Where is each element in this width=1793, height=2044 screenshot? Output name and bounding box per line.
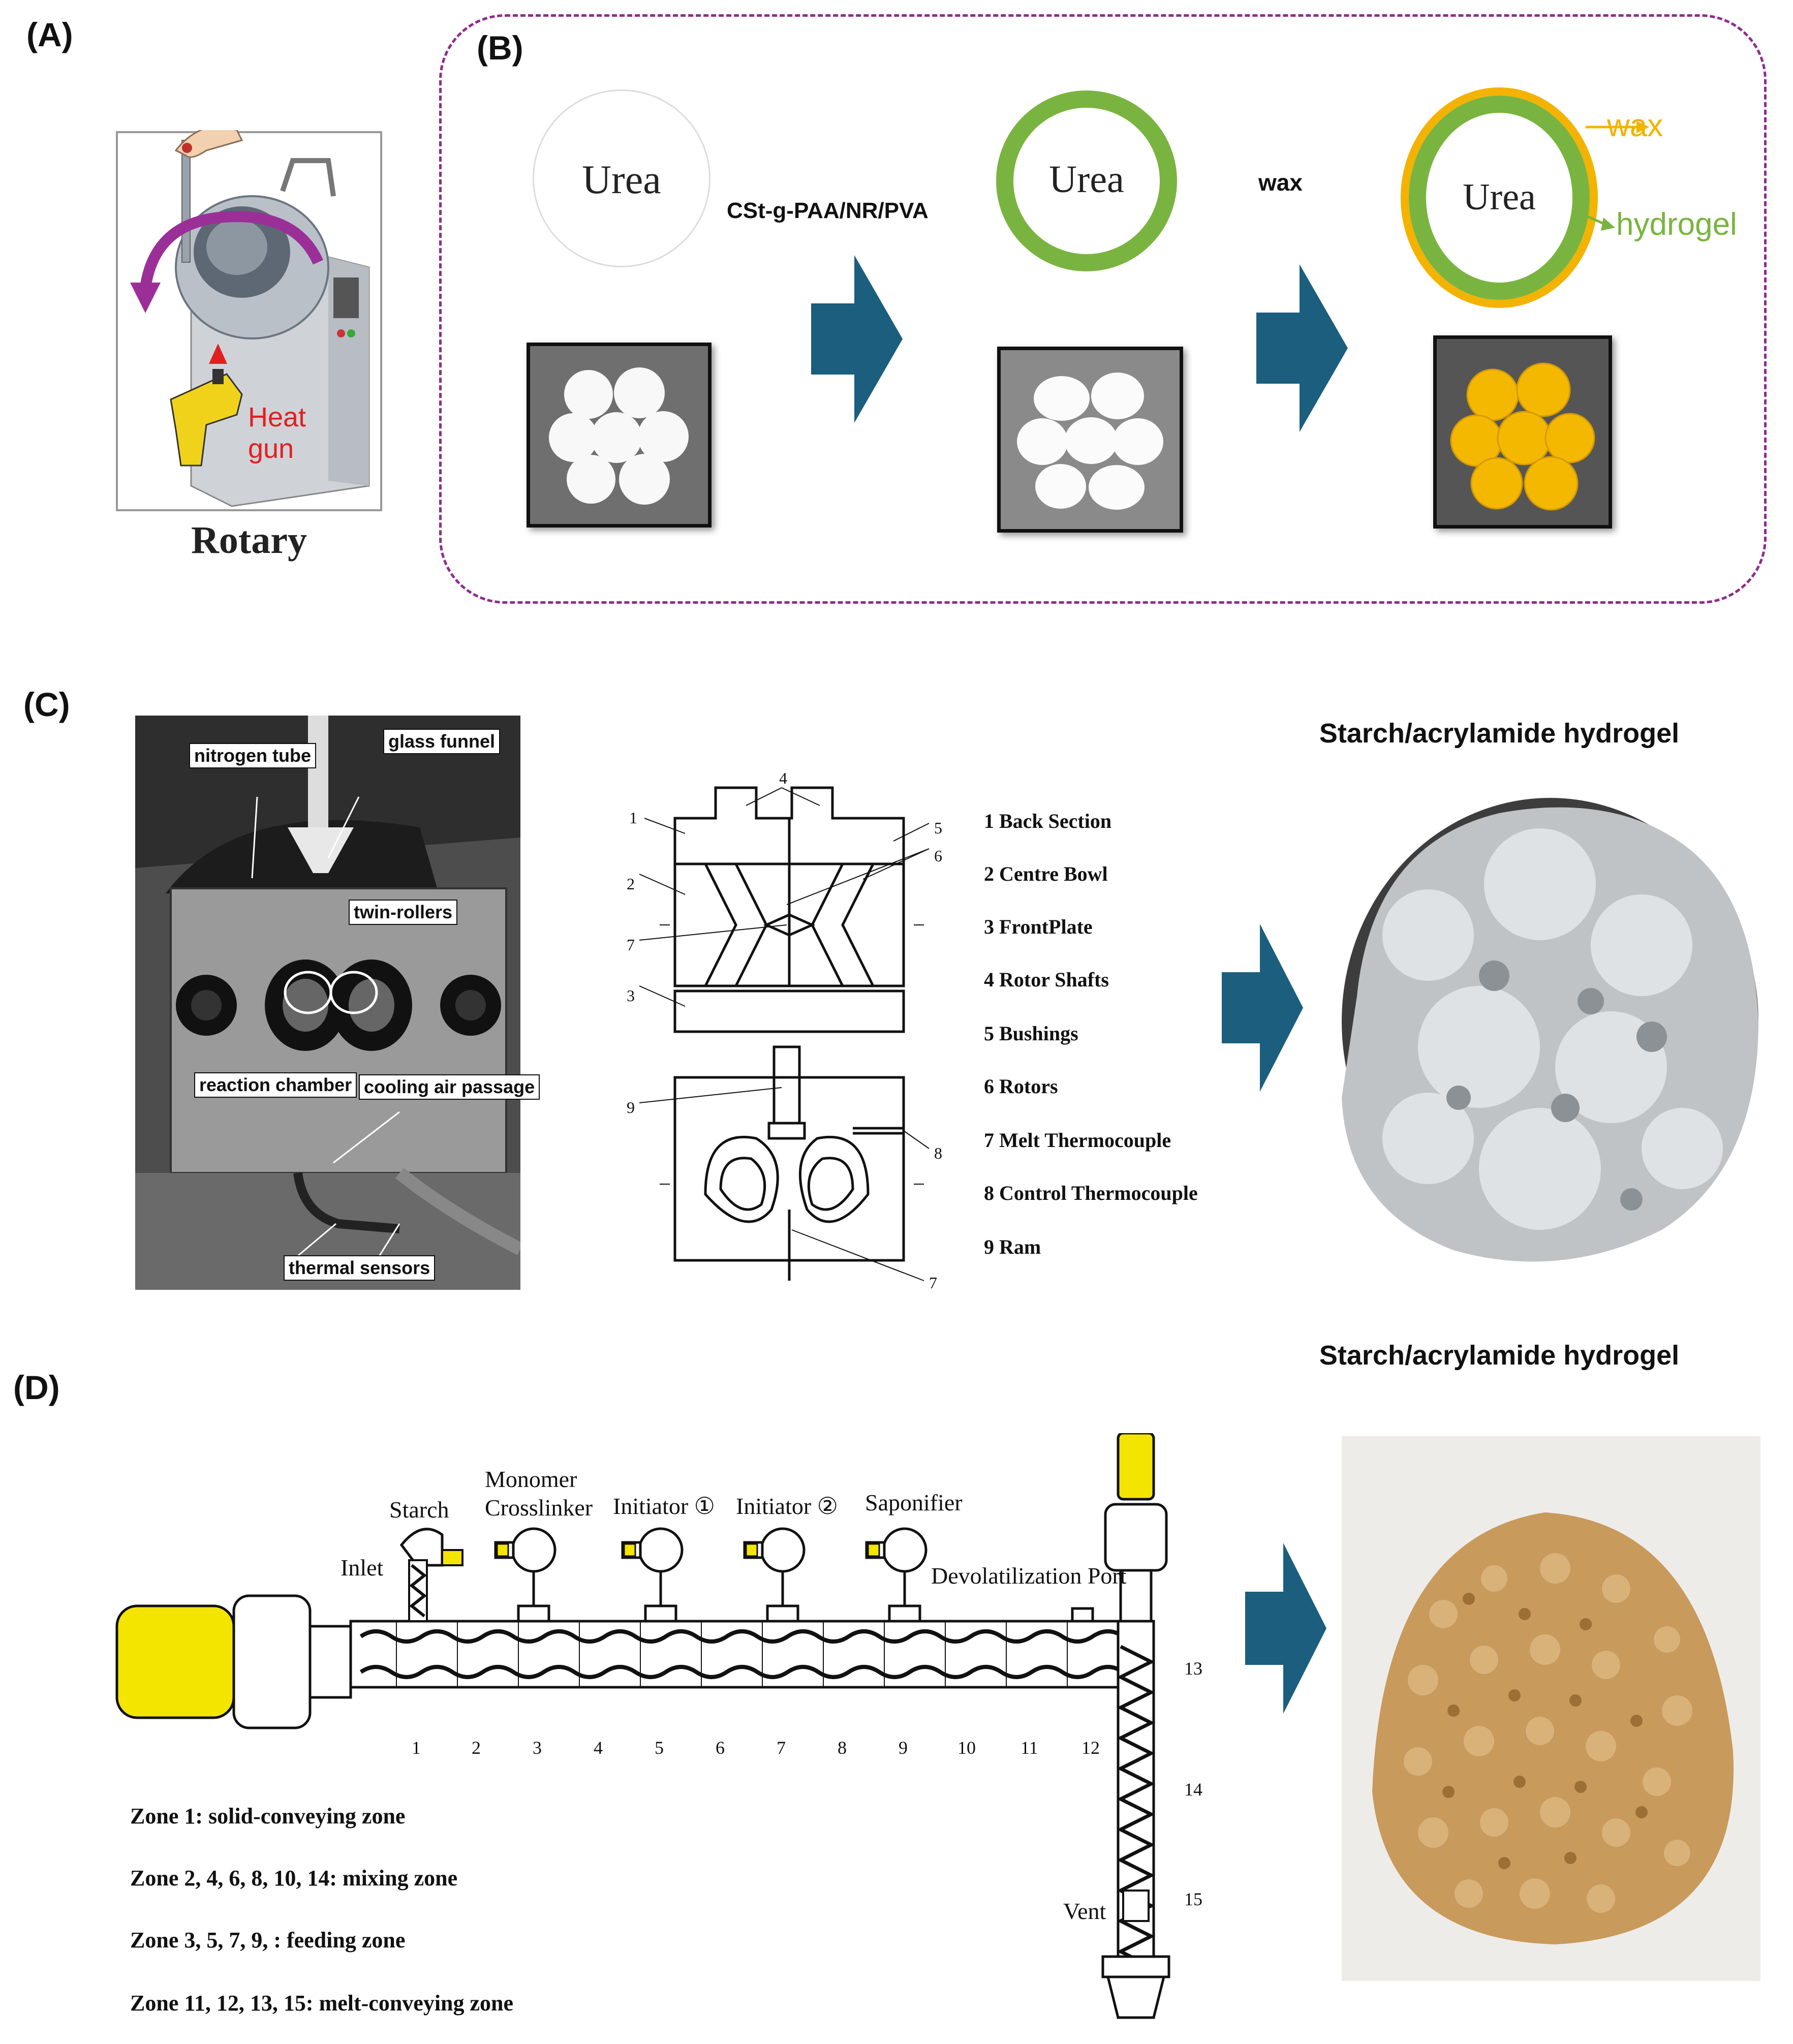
zone-num-1: 1 — [412, 1738, 421, 1758]
svg-text:9: 9 — [627, 1098, 635, 1117]
urea-granules-photo — [527, 343, 712, 528]
zone-num-9: 9 — [899, 1738, 908, 1758]
product-title-c: Starch/acrylamide hydrogel — [1319, 718, 1680, 749]
extruder-schematic — [115, 1433, 1170, 2019]
label-saponifier: Saponifier — [865, 1490, 963, 1515]
urea-core-uncoated: Urea — [533, 89, 710, 267]
legend-9: 9 Ram — [984, 1235, 1041, 1258]
legend-4: 4 Rotor Shafts — [984, 968, 1109, 991]
hydrogel-granules-pile — [1342, 1436, 1760, 1981]
panel-b-label: (B) — [477, 29, 523, 67]
hydrogel-granules-drawing — [1017, 373, 1163, 510]
step-label-coating: CSt-g-PAA/NR/PVA — [727, 198, 929, 223]
zone-num-4: 4 — [594, 1738, 603, 1758]
svg-text:1: 1 — [629, 809, 637, 827]
label-initiator-2: Initiator ② — [736, 1493, 838, 1519]
zone-description-1: Zone 1: solid-conveying zone — [130, 1804, 406, 1829]
svg-text:4: 4 — [779, 772, 787, 787]
svg-text:8: 8 — [934, 1144, 942, 1162]
mixer-schematic: 1 2 3 4 5 6 7 9 8 7 — [627, 772, 942, 1291]
heat-gun-text: Heat gun — [248, 402, 306, 464]
zone-description-3: Zone 3, 5, 7, 9, : feeding zone — [130, 1928, 406, 1953]
zone-num-7: 7 — [777, 1738, 786, 1758]
mixer-photo — [135, 716, 520, 1290]
legend-1: 1 Back Section — [984, 810, 1112, 832]
urea-label-1: Urea — [582, 158, 661, 202]
arrow-b2 — [1256, 264, 1348, 432]
legend-6: 6 Rotors — [984, 1075, 1058, 1098]
hydrogel-callout: hydrogel — [1616, 207, 1737, 242]
step-label-wax: wax — [1258, 169, 1303, 196]
urea-wax-hydrogel-coated: Urea — [1401, 87, 1598, 308]
label-twin-rollers: twin-rollers — [349, 900, 458, 925]
legend-2: 2 Centre Bowl — [984, 862, 1108, 885]
zone-num-8: 8 — [838, 1738, 847, 1758]
zone-num-14: 14 — [1184, 1779, 1202, 1800]
urea-label-2: Urea — [1049, 158, 1124, 201]
urea-granules-drawing — [549, 367, 689, 505]
wax-callout: wax — [1607, 108, 1663, 143]
label-nitrogen-tube: nitrogen tube — [189, 743, 316, 768]
rotary-coater-drawing — [116, 124, 382, 511]
arrow-b1 — [811, 255, 903, 423]
hydrogel-coated-granules-photo — [997, 347, 1183, 533]
urea-hydrogel-coated: Urea — [996, 90, 1177, 271]
label-crosslinker: Crosslinker — [485, 1495, 593, 1521]
label-starch: Starch — [389, 1497, 449, 1523]
label-glass-funnel: glass funnel — [383, 729, 501, 754]
zone-description-2: Zone 2, 4, 6, 8, 10, 14: mixing zone — [130, 1866, 458, 1891]
rotary-caption: Rotary — [191, 519, 307, 562]
svg-text:6: 6 — [934, 847, 942, 865]
label-cooling-air-passage: cooling air passage — [359, 1074, 540, 1100]
panel-d-label: (D) — [13, 1369, 60, 1406]
label-inlet: Inlet — [341, 1555, 384, 1581]
legend-8: 8 Control Thermocouple — [984, 1182, 1198, 1204]
arrow-d — [1245, 1543, 1326, 1714]
zone-num-3: 3 — [533, 1738, 542, 1758]
svg-text:7: 7 — [627, 936, 635, 954]
wax-coated-granules-photo — [1433, 335, 1612, 529]
label-devolatilization-port: Devolatilization Port — [931, 1563, 1127, 1589]
hydrogel-dish-drawing — [1342, 798, 1758, 1262]
panel-a-label: (A) — [26, 16, 73, 53]
zone-num-2: 2 — [472, 1738, 481, 1758]
starch-hydrogel-photo-c — [1326, 783, 1769, 1281]
legend-5: 5 Bushings — [984, 1022, 1078, 1045]
panel-b-border — [439, 14, 1767, 604]
starch-hydrogel-photo-d — [1342, 1436, 1760, 1981]
label-monomer: Monomer — [485, 1466, 577, 1492]
rotary-coater-illustration — [115, 124, 383, 512]
zone-description-4: Zone 11, 12, 13, 15: melt-conveying zone — [130, 1991, 514, 2016]
zone-num-5: 5 — [655, 1738, 664, 1758]
svg-text:2: 2 — [627, 875, 635, 893]
zone-num-10: 10 — [957, 1738, 976, 1758]
label-vent: Vent — [1063, 1898, 1106, 1924]
zone-num-11: 11 — [1021, 1738, 1038, 1758]
zone-num-12: 12 — [1081, 1738, 1100, 1758]
legend-3: 3 FrontPlate — [984, 915, 1093, 938]
svg-text:7: 7 — [929, 1274, 937, 1291]
panel-c-label: (C) — [23, 686, 70, 723]
svg-text:3: 3 — [627, 986, 635, 1005]
zone-num-13: 13 — [1184, 1658, 1202, 1679]
zone-num-6: 6 — [716, 1738, 725, 1758]
legend-7: 7 Melt Thermocouple — [984, 1129, 1171, 1152]
zone-num-15: 15 — [1184, 1889, 1202, 1909]
urea-label-3: Urea — [1463, 176, 1536, 218]
callout-lines — [1580, 121, 1649, 231]
label-reaction-chamber: reaction chamber — [194, 1072, 357, 1098]
svg-text:5: 5 — [934, 819, 942, 837]
label-thermal-sensors: thermal sensors — [284, 1255, 436, 1281]
mixer-photo-drawing — [135, 716, 520, 1290]
product-title-d: Starch/acrylamide hydrogel — [1319, 1340, 1680, 1371]
wax-granules-drawing — [1450, 362, 1595, 511]
arrow-c — [1222, 924, 1303, 1092]
label-initiator-1: Initiator ① — [613, 1493, 715, 1519]
